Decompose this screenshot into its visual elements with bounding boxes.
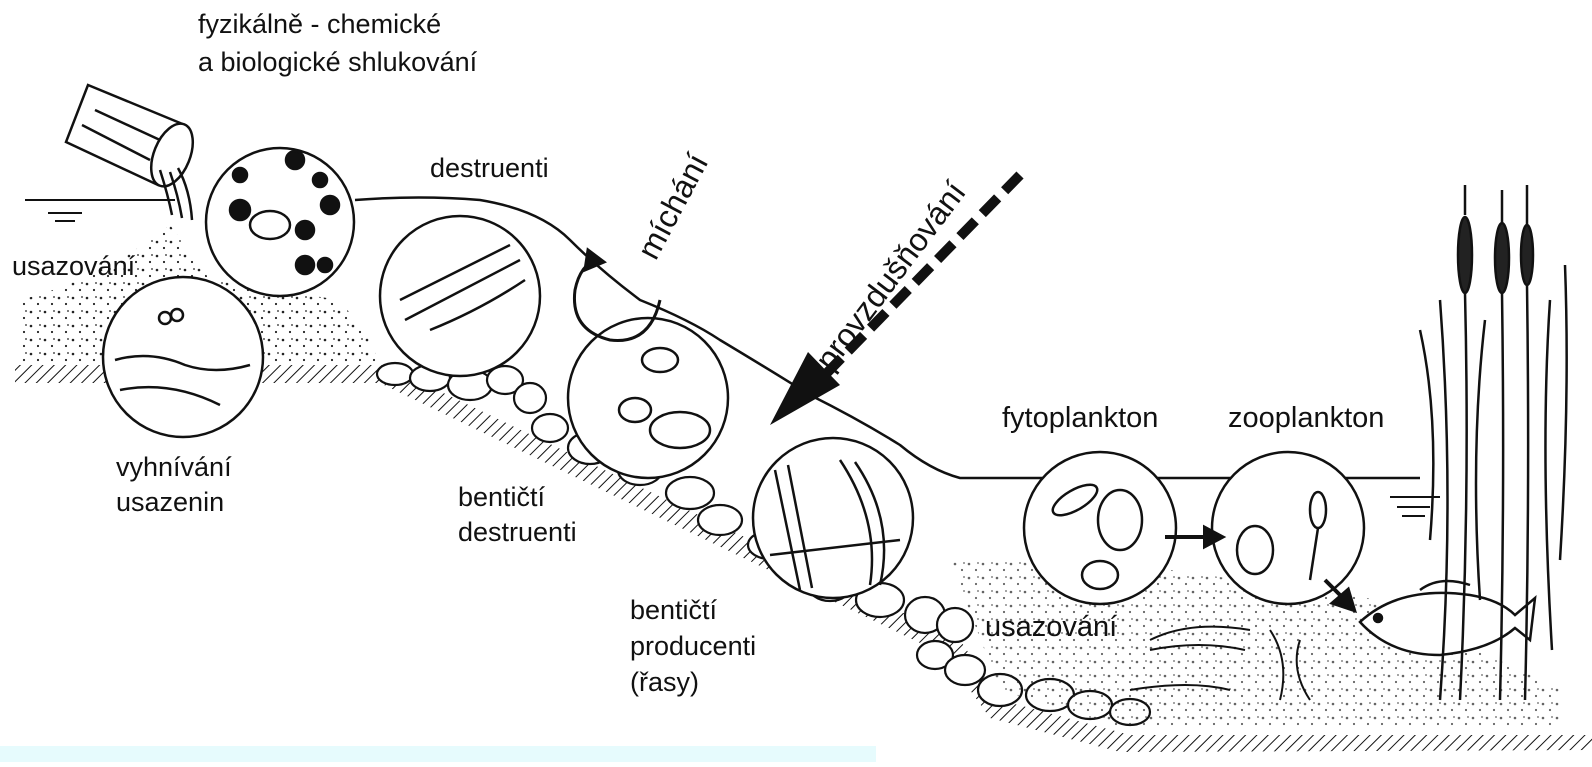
- bacteria-circle-icon: [103, 277, 263, 437]
- label-benthic-producers-line3: (řasy): [630, 666, 699, 699]
- aeration-arrow-icon: [770, 175, 1020, 425]
- phytoplankton-circle-icon: [1024, 452, 1176, 604]
- label-flocculation-line1: fyzikálně - chemické: [198, 8, 441, 41]
- label-benthic-producers-line2: producenti: [630, 630, 756, 663]
- benthic-destruents-circle-icon: [568, 318, 728, 478]
- bottom-band: [0, 746, 876, 762]
- label-settling-bottom: usazování: [985, 610, 1117, 644]
- label-benthic-destruents-line1: bentičtí: [458, 481, 545, 514]
- label-benthic-producers-line1: bentičtí: [630, 594, 717, 627]
- label-sediment-decay-line1: vyhnívání: [116, 451, 232, 484]
- algae-circle-icon: [753, 438, 913, 598]
- label-flocculation-line2: a biologické shlukování: [198, 46, 477, 79]
- label-sediment-decay-line2: usazenin: [116, 486, 224, 519]
- fish-icon: [1360, 581, 1535, 655]
- label-benthic-destruents-line2: destruenti: [458, 516, 577, 549]
- label-settling-top: usazování: [12, 250, 135, 283]
- label-destruents: destruenti: [430, 152, 549, 185]
- label-phytoplankton: fytoplankton: [1002, 401, 1158, 435]
- flocculation-circle-icon: [206, 148, 354, 296]
- zooplankton-circle-icon: [1212, 452, 1364, 604]
- destruents-circle-icon: [380, 216, 540, 376]
- water-surface-left: [25, 200, 175, 221]
- label-zooplankton: zooplankton: [1228, 401, 1384, 435]
